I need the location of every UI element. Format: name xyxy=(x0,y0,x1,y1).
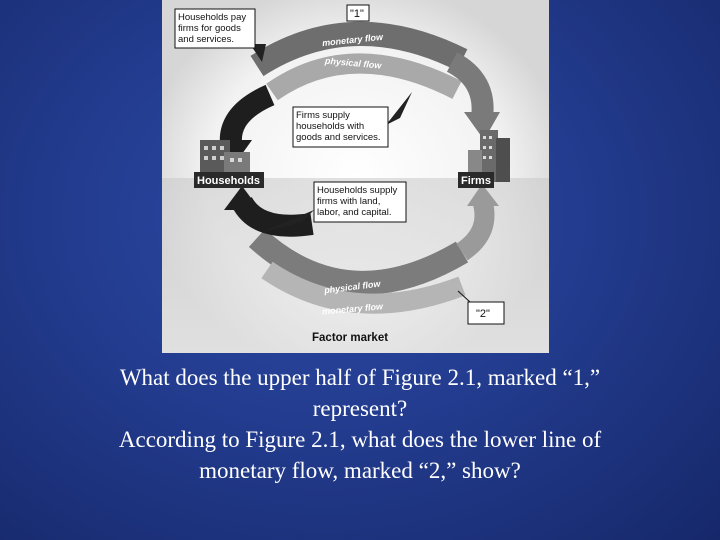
monetary-flow-top-arc xyxy=(250,22,468,77)
caption-line-3: According to Figure 2.1, what does the l… xyxy=(118,427,602,452)
firms-supply-pointer xyxy=(386,92,412,125)
circular-flow-diagram: monetary flow physical flow physical flo… xyxy=(162,0,549,353)
households-supply-line-3: labor, and capital. xyxy=(317,207,391,218)
households-supply-line-1: Households supply xyxy=(317,185,398,196)
households-supply-box xyxy=(313,181,407,223)
diagram-canvas: monetary flow physical flow physical flo… xyxy=(162,0,549,353)
tag-1-label: "1" xyxy=(350,8,364,20)
firms-label: Firms xyxy=(461,175,491,187)
households-pay-line-2: firms for goods xyxy=(178,23,241,34)
arrowhead-to-households-bottom xyxy=(224,186,260,210)
households-supply-line-2: firms with land, xyxy=(317,196,380,207)
caption-line-2: represent? xyxy=(312,396,408,421)
caption-line-1: What does the upper half of Figure 2.1, … xyxy=(119,365,601,390)
households-pay-line-1: Households pay xyxy=(178,12,246,23)
arrow-to-firms-top xyxy=(446,52,494,120)
tag-2-box xyxy=(467,301,505,325)
households-pay-box xyxy=(174,8,256,49)
firms-supply-line-1: Firms supply xyxy=(296,110,350,121)
firms-label-box xyxy=(458,172,494,188)
arrowhead-firms-bottom xyxy=(467,184,499,206)
arrowhead-to-firms-top xyxy=(464,112,500,140)
firms-supply-line-2: households with xyxy=(296,121,364,132)
households-pay-line-3: and services. xyxy=(178,34,234,45)
firms-supply-box xyxy=(292,106,389,148)
households-supply-pointer xyxy=(262,210,314,232)
tag-2-pointer xyxy=(457,290,471,303)
physical-flow-bottom-arc xyxy=(248,229,469,295)
slide-caption: What does the upper half of Figure 2.1, … xyxy=(40,362,680,486)
households-label-box xyxy=(194,172,264,188)
households-label: Households xyxy=(197,175,260,187)
tag-1-box xyxy=(346,4,370,22)
caption-line-4: monetary flow, marked “2,” show? xyxy=(199,458,521,483)
firms-supply-line-3: goods and services. xyxy=(296,132,381,143)
monetary-flow-bottom-arc xyxy=(261,261,466,314)
physical-flow-top-arc xyxy=(266,53,462,101)
factor-market-label: Factor market xyxy=(312,332,388,344)
tag-2-label: "2" xyxy=(476,308,490,320)
